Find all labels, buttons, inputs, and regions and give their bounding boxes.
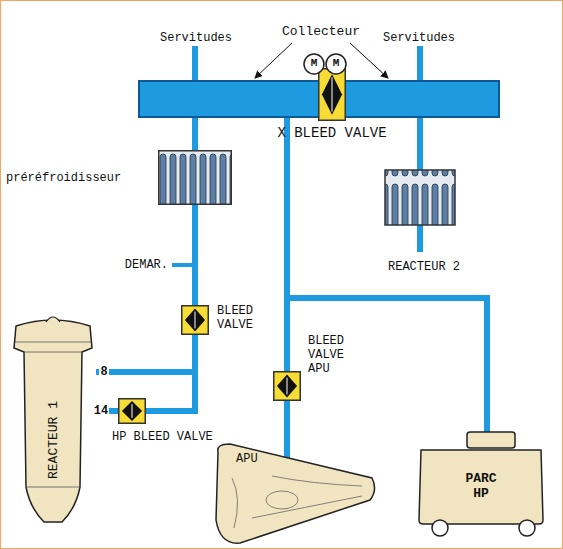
- precooler-box: préréfroidisseur: [158, 150, 232, 205]
- engine2-pipe: [417, 118, 423, 170]
- motor-ring: [326, 54, 346, 74]
- valve-disc: [322, 74, 342, 114]
- cart-body: [419, 450, 543, 524]
- air-pipe: [287, 118, 487, 432]
- valve-split: [287, 378, 288, 395]
- air-pipe: [192, 205, 198, 305]
- node-label: Collecteur: [282, 24, 360, 39]
- valve-outline: [318, 68, 346, 121]
- precooler-2: [385, 170, 455, 225]
- valve-box: BLEED VALVE: [181, 305, 209, 335]
- air-pipe: [192, 118, 198, 150]
- motor-ring: [304, 54, 324, 74]
- valve-box: X BLEED VALVE: [318, 68, 346, 121]
- engine-nacelle: [14, 320, 92, 522]
- valve-outline: [273, 371, 301, 401]
- valve-disc: [185, 309, 205, 332]
- apu-shape: APU: [212, 438, 378, 546]
- collector-band: CollecteurX BLEED VALVE: [138, 80, 500, 118]
- starter-pipe: [172, 263, 195, 267]
- engine-spinner: [46, 317, 60, 322]
- leader-line: [255, 43, 292, 78]
- apu-casing: [216, 444, 375, 543]
- valve-body: [319, 69, 346, 121]
- air-pipe: [96, 335, 195, 372]
- valve-body: [274, 372, 301, 401]
- node-label: M: [333, 57, 340, 70]
- engine-detail: [15, 342, 91, 487]
- node-label: REACTEUR 1: [46, 401, 61, 479]
- part-label: REACTEUR 2: [388, 260, 460, 274]
- valve-body: [119, 399, 146, 424]
- service-pipe: [192, 46, 198, 80]
- node-label: HP BLEED VALVE: [112, 430, 213, 444]
- valve-box: HP BLEED VALVE: [118, 398, 146, 424]
- node-label: BLEED VALVE: [217, 304, 253, 332]
- valve-disc: [277, 375, 297, 398]
- node-label: X BLEED VALVE: [277, 125, 386, 141]
- cart-tank: [467, 432, 515, 448]
- apu-detail: [232, 476, 362, 528]
- service-pipe: [417, 46, 423, 80]
- valve-box: BLEED VALVE APU: [273, 371, 301, 401]
- ground-cart: PARC HP: [415, 428, 547, 540]
- port-number: 14: [93, 404, 109, 418]
- node-label: BLEED VALVE APU: [308, 334, 344, 376]
- valve-split: [195, 312, 196, 329]
- port-number: 8: [99, 365, 108, 379]
- valve-outline: [181, 305, 209, 335]
- node-label: PARC HP: [465, 471, 496, 501]
- node-label: APU: [236, 452, 258, 466]
- motor-circle: M: [303, 53, 325, 75]
- precooler-core: [159, 151, 232, 205]
- cart-wheel: [519, 520, 535, 536]
- leader-line: [350, 43, 388, 78]
- cart-wheel: [432, 520, 448, 536]
- motor-circle: M: [325, 53, 347, 75]
- node-label: M: [311, 57, 318, 70]
- valve-outline: [118, 398, 146, 424]
- cooler-outline: [158, 150, 232, 205]
- valve-split: [132, 404, 133, 418]
- valve-split: [332, 77, 333, 111]
- part-label: DEMAR.: [125, 258, 168, 272]
- part-label: Servitudes: [160, 31, 232, 45]
- engine-shape: REACTEUR 1: [10, 312, 96, 524]
- engine2-pipe: [417, 225, 423, 252]
- node-label: préréfroidisseur: [6, 171, 121, 185]
- valve-disc: [122, 401, 142, 421]
- air-pipe: [284, 401, 290, 458]
- part-label: Servitudes: [383, 31, 455, 45]
- apu-detail: [266, 491, 298, 509]
- valve-body: [182, 306, 209, 335]
